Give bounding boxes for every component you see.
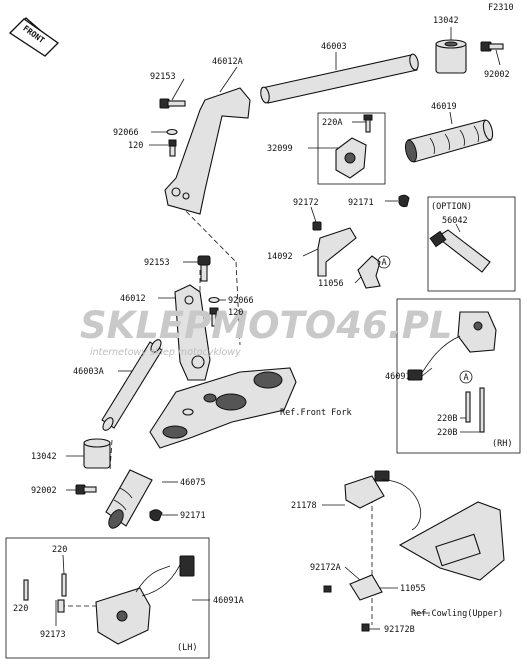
screw-92172A xyxy=(323,585,332,593)
grease-tube-56042 xyxy=(429,229,491,273)
bracket-14092 xyxy=(312,221,357,277)
leader-lines xyxy=(25,27,501,630)
label-46019: 46019 xyxy=(431,102,457,112)
label-220B-2: 220B xyxy=(437,428,457,438)
bar-end-weight-13042-top xyxy=(435,39,467,74)
lh-label: (LH) xyxy=(177,643,197,653)
handlebar-holder-46012A xyxy=(164,87,251,215)
label-21178: 21178 xyxy=(291,501,317,511)
label-ref-cowling: Ref.Cowling(Upper) xyxy=(411,609,503,619)
screws-220-lh xyxy=(23,573,67,601)
switch-46091-rh xyxy=(407,311,497,381)
label-120-mid: 120 xyxy=(228,308,243,318)
label-13042-bottom: 13042 xyxy=(31,452,57,462)
clip-92171-bottom xyxy=(149,509,163,522)
label-92002-top: 92002 xyxy=(484,70,510,80)
watermark-tagline: internetowy sklep motocyklowy xyxy=(90,347,241,358)
label-220A: 220A xyxy=(322,118,342,128)
screw-92172B xyxy=(361,623,370,632)
label-46091A: 46091A xyxy=(213,596,244,606)
label-92002-bottom: 92002 xyxy=(31,486,57,496)
circle-marker-a2: A xyxy=(459,370,473,384)
label-92066-mid: 92066 xyxy=(228,296,254,306)
bolt-92153-mid xyxy=(197,255,211,282)
handlebar-holder-46012 xyxy=(174,284,211,381)
screw-220A xyxy=(363,114,373,133)
switch-inset-box xyxy=(317,112,386,185)
label-92153-top: 92153 xyxy=(150,72,176,82)
label-92172B: 92172B xyxy=(384,625,415,635)
label-220-1: 220 xyxy=(52,545,67,555)
bracket-11056 xyxy=(357,255,381,289)
screw-120-mid xyxy=(209,307,219,327)
front-arrow: FRONT xyxy=(8,17,60,57)
bolt-92002-top xyxy=(480,41,504,52)
bracket-11055 xyxy=(349,574,383,601)
washer-92066-mid xyxy=(208,296,220,304)
label-46003-top: 46003 xyxy=(321,42,347,52)
label-46075: 46075 xyxy=(180,478,206,488)
clip-92171-top xyxy=(398,194,410,208)
marker-text: A xyxy=(381,258,386,268)
grip-46075 xyxy=(105,469,153,529)
label-56042: 56042 xyxy=(442,216,468,226)
pin-92173 xyxy=(57,599,65,613)
label-ref-front-fork: Ref.Front Fork xyxy=(280,408,352,418)
lh-switch-box xyxy=(5,537,210,659)
watermark-brand: SKLEPMOTO46.PL xyxy=(80,304,453,347)
label-120-top: 120 xyxy=(128,141,143,151)
label-32099: 32099 xyxy=(267,144,293,154)
unit-21178 xyxy=(344,470,422,531)
bar-end-weight-13042-bottom xyxy=(83,438,111,469)
label-46012: 46012 xyxy=(120,294,146,304)
label-220-2: 220 xyxy=(13,604,28,614)
switch-46091A-lh xyxy=(95,555,195,645)
throttle-grip-46019 xyxy=(404,119,494,163)
marker-text: A xyxy=(463,373,468,383)
label-92066-top: 92066 xyxy=(113,128,139,138)
rh-switch-box xyxy=(396,298,521,454)
bolt-92153-top xyxy=(159,98,186,109)
handlebar-46003A xyxy=(101,339,163,431)
label-220B-1: 220B xyxy=(437,414,457,424)
bolt-92002-bottom xyxy=(75,484,97,495)
option-label: (OPTION) xyxy=(431,202,472,212)
label-46091: 46091 xyxy=(385,372,411,382)
cowling-upper xyxy=(398,501,505,581)
label-46012A: 46012A xyxy=(212,57,243,67)
label-92172A: 92172A xyxy=(310,563,341,573)
label-92171-top: 92171 xyxy=(348,198,374,208)
label-92171-bottom: 92171 xyxy=(180,511,206,521)
label-92173: 92173 xyxy=(40,630,66,640)
circle-marker-a1: A xyxy=(377,255,391,269)
label-11055: 11055 xyxy=(400,584,426,594)
handlebar-46003 xyxy=(260,53,419,104)
switch-housing-32099 xyxy=(335,137,367,179)
rh-label: (RH) xyxy=(492,439,512,449)
label-92153-mid: 92153 xyxy=(144,258,170,268)
washer-92066-top xyxy=(166,128,178,136)
screw-120-top xyxy=(168,139,177,157)
label-92172: 92172 xyxy=(293,198,319,208)
option-box xyxy=(427,196,516,292)
screws-220B xyxy=(465,387,485,433)
diagram-code: F2310 xyxy=(488,3,514,13)
label-46003A: 46003A xyxy=(73,367,104,377)
label-13042-top: 13042 xyxy=(433,16,459,26)
label-14092: 14092 xyxy=(267,252,293,262)
label-11056: 11056 xyxy=(318,279,344,289)
fork-upper-bracket xyxy=(149,367,297,449)
